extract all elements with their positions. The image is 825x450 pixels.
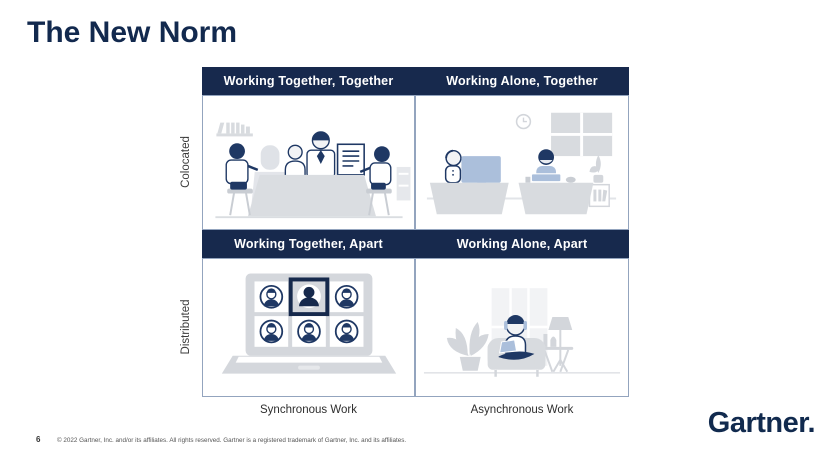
armchair-armrests xyxy=(487,341,546,370)
person-left-seated xyxy=(225,143,259,216)
person-center xyxy=(284,144,306,179)
row-label-colocated: Colocated xyxy=(180,136,192,188)
two-desks-illustration xyxy=(426,112,617,215)
two-by-two-matrix: Working Together, Together Working Alone… xyxy=(202,67,629,397)
quadrant-together-apart xyxy=(202,258,415,397)
worker-with-laptop xyxy=(525,149,576,183)
meeting-room-illustration xyxy=(215,122,411,219)
col-label-synchronous: Synchronous Work xyxy=(260,404,357,416)
page-number: 6 xyxy=(36,435,41,444)
plant-shelf-icon xyxy=(588,155,610,208)
desk-left xyxy=(429,182,509,215)
quadrant-together-together xyxy=(202,95,415,230)
video-call-laptop-illustration xyxy=(221,273,397,374)
desk-right xyxy=(518,182,594,215)
person-with-laptop xyxy=(497,315,535,360)
video-call-grid xyxy=(254,277,364,347)
page-title: The New Norm xyxy=(27,16,238,49)
quadrant-header-together-together: Working Together, Together xyxy=(202,67,415,95)
laptop-base xyxy=(221,355,397,374)
row-label-distributed: Distributed xyxy=(180,299,192,355)
worker-with-monitor xyxy=(444,149,501,186)
quadrant-alone-together xyxy=(415,95,629,230)
window-icon xyxy=(551,112,613,157)
column-labels: Synchronous Work Asynchronous Work xyxy=(202,404,629,416)
person-right-seated xyxy=(359,146,392,216)
plant-icon xyxy=(446,322,489,371)
copyright-text: © 2022 Gartner, Inc. and/or its affiliat… xyxy=(57,437,407,444)
person-presenter xyxy=(306,131,336,179)
quadrant-header-alone-apart: Working Alone, Apart xyxy=(415,230,629,258)
quadrant-alone-apart xyxy=(415,258,629,397)
side-table-icon xyxy=(539,333,574,373)
side-shelf-icon xyxy=(396,166,411,201)
highlighted-speaker-tile xyxy=(288,277,330,317)
conference-table xyxy=(247,174,376,217)
clock-icon xyxy=(515,113,532,130)
quadrant-header-alone-together: Working Alone, Together xyxy=(415,67,629,95)
quadrant-header-together-apart: Working Together, Apart xyxy=(202,230,415,258)
col-label-asynchronous: Asynchronous Work xyxy=(470,404,574,416)
gartner-logo: Gartner. xyxy=(707,407,816,439)
home-armchair-illustration xyxy=(423,288,621,377)
bookshelf-icon xyxy=(216,122,253,137)
